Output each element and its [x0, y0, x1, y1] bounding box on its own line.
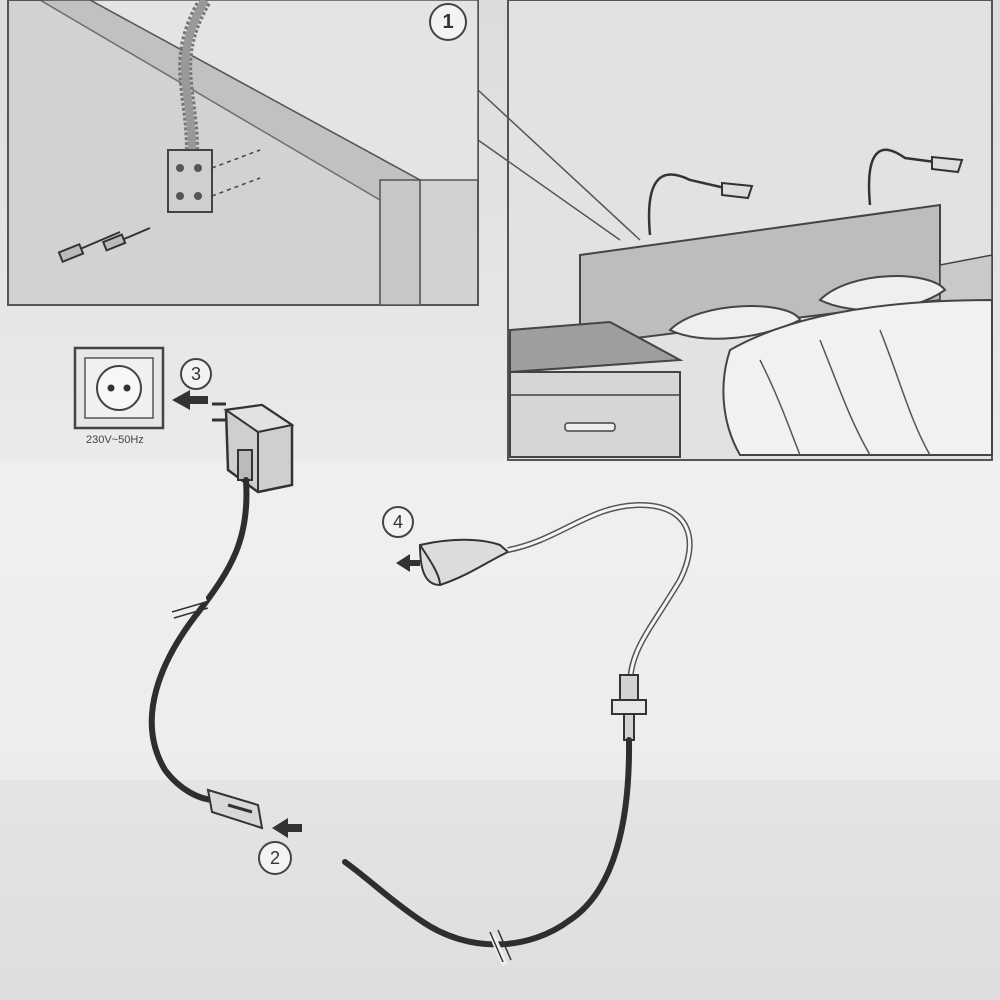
arrow-to-connector-icon	[272, 818, 302, 838]
wall-mount-detail-panel	[7, 0, 479, 306]
step-1-number: 1	[442, 11, 454, 33]
step-3-circle	[180, 358, 212, 390]
step-2-circle	[258, 841, 292, 875]
socket-voltage-caption: 230V~50Hz	[86, 434, 144, 446]
wall-socket	[73, 346, 165, 430]
step-2-number: 2	[269, 848, 280, 868]
arrow-to-socket-icon	[172, 390, 208, 410]
arrow-to-lamp-head-icon	[396, 554, 420, 572]
step-4-number: 4	[392, 512, 403, 532]
step-1-circle	[429, 3, 467, 41]
bedroom-scene-panel	[477, 0, 993, 461]
power-adapter	[212, 402, 295, 494]
step-4-circle	[382, 506, 414, 538]
step-3-number: 3	[190, 364, 201, 384]
gooseneck-lamp	[342, 501, 693, 967]
adapter-cable	[148, 477, 264, 830]
